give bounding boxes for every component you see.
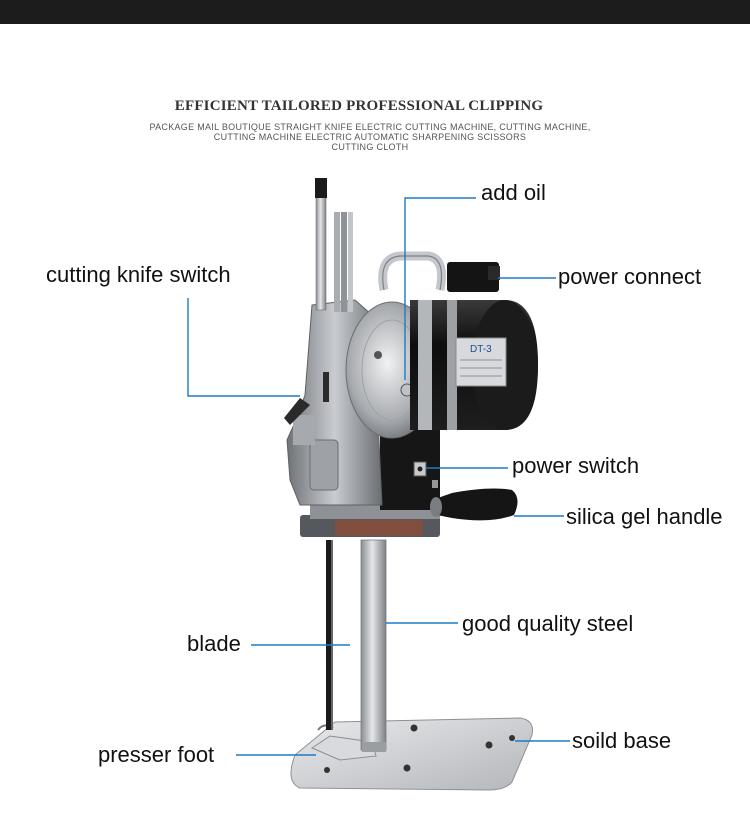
label-add-oil: add oil	[481, 180, 546, 205]
label-power-connect: power connect	[558, 264, 702, 289]
handle-shape	[432, 488, 518, 521]
subtitle-line-2: CUTTING MACHINE ELECTRIC AUTOMATIC SHARP…	[213, 132, 527, 142]
label-presser-foot: presser foot	[98, 742, 215, 767]
blade-shape	[326, 540, 332, 730]
base-plate	[290, 717, 533, 791]
label-cutting-knife-switch: cutting knife switch	[46, 262, 231, 287]
top-bar	[0, 0, 750, 24]
page-title: EFFICIENT TAILORED PROFESSIONAL CLIPPING	[174, 98, 544, 114]
label-soild-base: soild base	[572, 728, 672, 753]
label-good-quality-steel: good quality steel	[462, 611, 634, 636]
power-connect-box	[447, 262, 499, 292]
subtitle-line-1: PACKAGE MAIL BOUTIQUE STRAIGHT KNIFE ELE…	[149, 122, 591, 132]
subtitle-line-3: CUTTING CLOTH	[331, 142, 409, 152]
label-power-switch: power switch	[512, 453, 640, 478]
label-silica-gel-handle: silica gel handle	[566, 504, 723, 529]
leader-add-oil	[404, 197, 476, 380]
steel-column	[360, 539, 387, 751]
model-plate-text: DT-3	[470, 344, 492, 355]
label-blade: blade	[187, 631, 241, 656]
model-plate	[455, 337, 507, 387]
leader-cutting-knife-switch	[187, 298, 300, 397]
leader-lines	[187, 197, 570, 756]
